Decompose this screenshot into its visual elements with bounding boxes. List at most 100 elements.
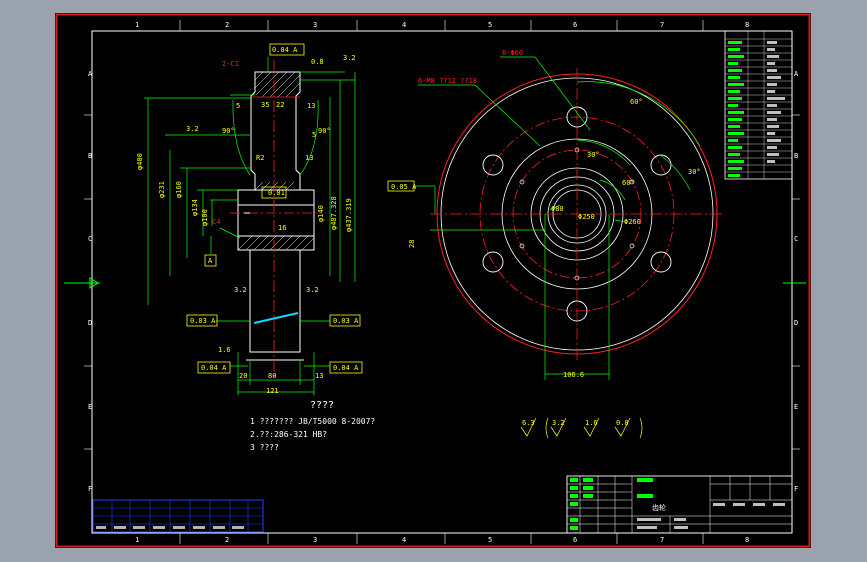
note-1: 1 ??????? JB/T5000 8-2007? <box>250 417 375 426</box>
chamfer-c4: C4 <box>212 218 220 226</box>
dia-260: Φ260 <box>624 218 641 226</box>
note-3: 3 ???? <box>250 443 279 452</box>
zone-letter: D <box>88 319 92 327</box>
hole <box>650 154 672 176</box>
section-view: 2-C1 0.04 A 0.8 3.2 3.2 90° 90° 5 5 35 2… <box>136 43 363 395</box>
zone-numbers-top: 1 2 3 4 5 6 7 8 <box>135 21 749 29</box>
keyway-line <box>253 312 299 324</box>
hub-outline <box>237 189 315 251</box>
zone-number: 8 <box>745 21 749 29</box>
zone-number: 7 <box>660 21 664 29</box>
title-block: 齿轮 <box>566 475 793 534</box>
drawing-sheet <box>55 13 811 548</box>
zone-number: 4 <box>402 21 406 29</box>
angle-right: 90° <box>318 127 331 135</box>
dia-400: φ400 <box>136 153 144 170</box>
zone-letter: F <box>794 485 798 493</box>
hole <box>566 300 588 322</box>
zone-letter: D <box>794 319 798 327</box>
zone-ticks <box>84 20 800 544</box>
zone-letter: E <box>794 403 798 411</box>
angle-60-mid: 60° <box>622 179 635 187</box>
zone-number: 6 <box>573 536 577 544</box>
dia-100: φ100 <box>201 209 209 226</box>
zone-letter: B <box>794 152 798 160</box>
zone-letter: E <box>88 403 92 411</box>
hole <box>650 251 672 273</box>
dia-231: φ231 <box>158 181 166 198</box>
plan-tolerance: 0.05 A <box>391 183 417 191</box>
zone-letter: B <box>88 152 92 160</box>
zone-number: 2 <box>225 21 229 29</box>
zone-number: 4 <box>402 536 406 544</box>
zone-number: 1 <box>135 536 139 544</box>
zone-letters-right: A B C D E F <box>794 70 799 493</box>
angle-30-mid: 30° <box>587 151 600 159</box>
dim-16: 16 <box>278 224 286 232</box>
dim-22: 22 <box>276 101 284 109</box>
thread-label: 6-M8 ??12 ??18 <box>418 77 477 85</box>
drawing-name: 齿轮 <box>652 503 666 512</box>
notes-heading: ???? <box>310 400 334 411</box>
technical-notes: ???? 1 ??????? JB/T5000 8-2007? 2.??:286… <box>250 400 375 452</box>
dim-5-left: 5 <box>236 102 240 110</box>
hole <box>482 251 504 273</box>
dia-80: Φ80 <box>551 205 564 213</box>
inner-border <box>91 30 793 534</box>
hole <box>482 154 504 176</box>
dim-13-bottom: 13 <box>315 372 323 380</box>
zone-number: 6 <box>573 21 577 29</box>
roughness-legend-item: 0.8 <box>616 419 629 427</box>
dim-20: 20 <box>239 372 247 380</box>
zone-number: 3 <box>313 21 317 29</box>
zone-letter: F <box>88 485 92 493</box>
revision-table <box>92 499 264 533</box>
dim-5-right: 5 <box>312 131 316 139</box>
dim-13-mid: 13 <box>305 154 313 162</box>
angle-left: 90° <box>222 127 235 135</box>
zone-letter: A <box>794 70 799 78</box>
dim-121: 121 <box>266 387 279 395</box>
dim-80: 80 <box>268 372 276 380</box>
tolerance-mid: 0.01 <box>268 189 285 197</box>
dia-140: φ140 <box>317 205 325 222</box>
chamfer-label: 2-C1 <box>222 60 239 68</box>
dia-250: Φ250 <box>578 213 595 221</box>
roughness-bottom-2: 3.2 <box>306 286 319 294</box>
angle-60-top: 60° <box>630 98 643 106</box>
tolerance-bottom-left: 0.04 A <box>201 364 227 372</box>
hole <box>566 106 588 128</box>
datum-label: A <box>208 257 213 265</box>
zone-letter: C <box>794 235 798 243</box>
roughness-bottom-1: 3.2 <box>234 286 247 294</box>
roughness-legend-item: 1.6 <box>585 419 598 427</box>
roughness-legend: 6.3 3.2 1.6 0.8 <box>520 417 643 439</box>
dim-35: 35 <box>261 101 269 109</box>
note-2: 2.??:286-321 HB? <box>250 430 327 439</box>
roughness-legend-item: 3.2 <box>552 419 565 427</box>
zone-letters-left: A B C D E F <box>88 70 93 493</box>
outer-border <box>55 13 811 548</box>
dim-r2: R2 <box>256 154 264 162</box>
roughness-top-b: 3.2 <box>343 54 356 62</box>
plan-tolerance-box <box>387 180 415 192</box>
zone-number: 5 <box>488 536 492 544</box>
dim-106: 106.6 <box>563 371 584 379</box>
tolerance-top: 0.04 A <box>272 46 298 54</box>
zone-number: 8 <box>745 536 749 544</box>
tolerance-left: 0.03 A <box>190 317 216 325</box>
roughness-top-a: 0.8 <box>311 58 324 66</box>
dia-487: φ487.328 <box>330 196 338 230</box>
dia-160: φ160 <box>175 181 183 198</box>
zone-number: 3 <box>313 536 317 544</box>
zone-number: 5 <box>488 21 492 29</box>
tolerance-bottom-right: 0.04 A <box>333 364 359 372</box>
centering-marks <box>64 277 806 289</box>
zone-number: 7 <box>660 536 664 544</box>
tolerance-right: 0.03 A <box>333 317 359 325</box>
zone-numbers-bottom: 1 2 3 4 5 6 7 8 <box>135 536 749 544</box>
plan-view: 6-Φ60 6-M8 ??12 ??18 60° 60° 30° 30° 0.0… <box>387 49 725 380</box>
roughness-bottom-3: 1.6 <box>218 346 231 354</box>
dia-437: φ437.319 <box>345 198 353 232</box>
